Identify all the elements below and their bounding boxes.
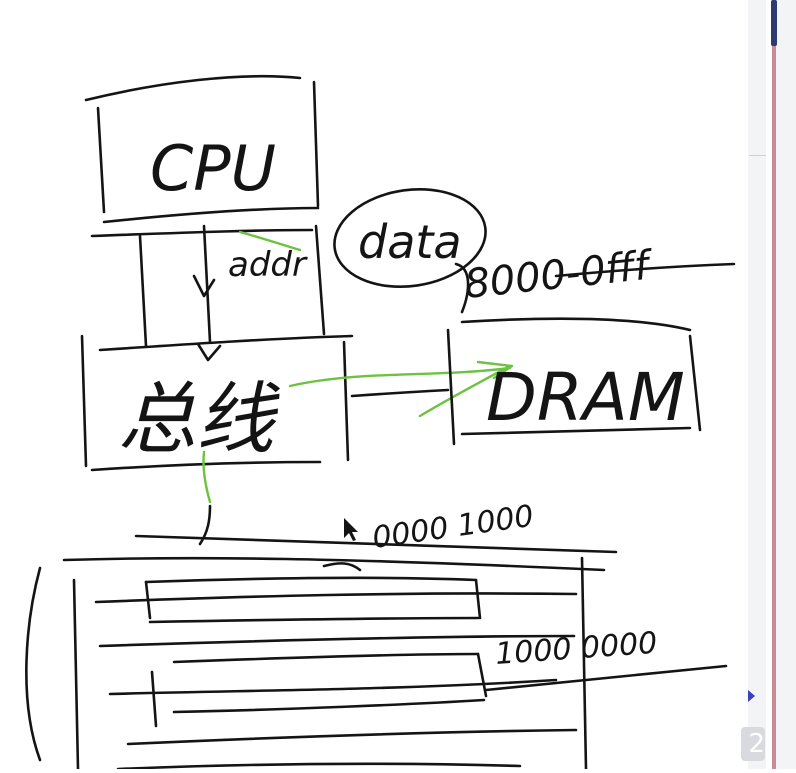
page-number-badge[interactable]: 2 — [741, 727, 765, 761]
panel-divider-line — [749, 155, 769, 156]
sketch-drawing: CPU addr data 总线 — [25, 74, 736, 771]
addr-range-note: 8000-0fff — [462, 242, 736, 308]
whiteboard-canvas[interactable]: CPU addr data 总线 — [0, 0, 748, 771]
addr-label: addr — [228, 245, 308, 285]
bus-box: 总线 — [80, 334, 354, 472]
scrollbar-track[interactable] — [772, 0, 776, 769]
panel-gutter — [766, 0, 774, 769]
bus-dram-connector — [288, 360, 514, 418]
cpu-bus-connector: addr — [90, 224, 326, 362]
arrow-right-icon[interactable] — [748, 690, 755, 702]
cpu-box: CPU — [84, 74, 320, 224]
mouse-cursor-icon — [344, 518, 358, 541]
data-bubble: data — [333, 188, 487, 314]
bus-module-link — [202, 450, 212, 504]
memory-module — [25, 534, 618, 771]
data-label: data — [358, 215, 462, 269]
addr-low-note: 1000 0000 — [484, 626, 728, 692]
scrollbar-thumb[interactable] — [771, 0, 777, 46]
addr-low-label: 1000 0000 — [494, 626, 658, 672]
bus-label: 总线 — [118, 375, 281, 465]
cpu-label: CPU — [150, 132, 276, 205]
dram-label: DRAM — [486, 359, 685, 436]
dram-box: DRAM — [446, 317, 702, 446]
